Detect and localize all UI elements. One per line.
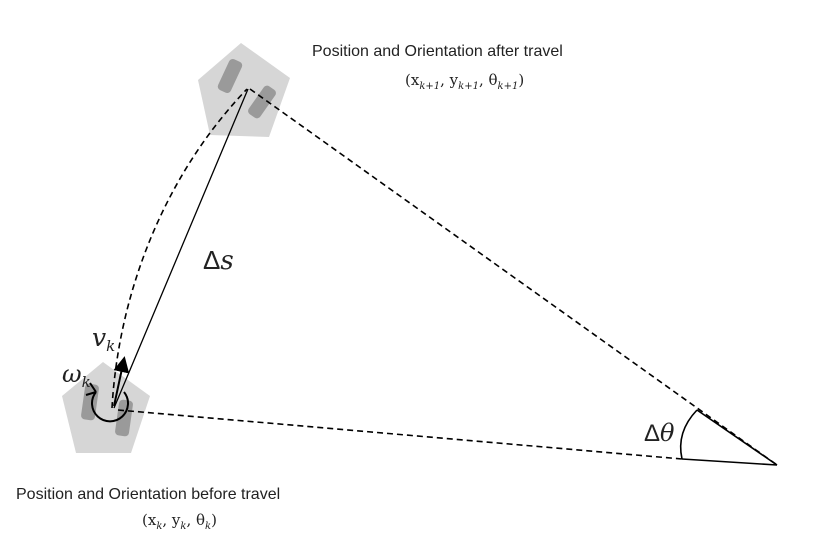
robot-after-body <box>198 43 290 137</box>
robot-after-right-wheel <box>248 85 276 119</box>
velocity-arrow <box>113 356 130 407</box>
after-travel-state: (xk+1, yk+1, θk+1) <box>405 71 524 92</box>
before-travel-state: (xk, yk, θk) <box>142 511 217 532</box>
angle-wedge-lower <box>681 458 778 466</box>
velocity-label: vk <box>92 323 115 355</box>
angle-arc <box>679 409 698 460</box>
radius-line-before <box>117 409 683 460</box>
delta-s-label: Δs <box>203 245 234 276</box>
omega-arrowhead <box>85 382 97 396</box>
delta-s-chord <box>113 88 249 409</box>
robot-after-travel <box>198 43 290 137</box>
robot-after-left-wheel <box>217 58 243 94</box>
before-travel-title: Position and Orientation before travel <box>16 486 280 503</box>
radius-line-after <box>249 88 778 466</box>
angle-wedge-upper <box>696 409 778 466</box>
omega-label: ωk <box>62 360 91 391</box>
robot-before-right-wheel <box>115 399 133 437</box>
omega-rotation-arrow <box>91 391 129 423</box>
delta-theta-label: Δθ <box>644 419 675 447</box>
after-travel-title: Position and Orientation after travel <box>312 43 563 60</box>
